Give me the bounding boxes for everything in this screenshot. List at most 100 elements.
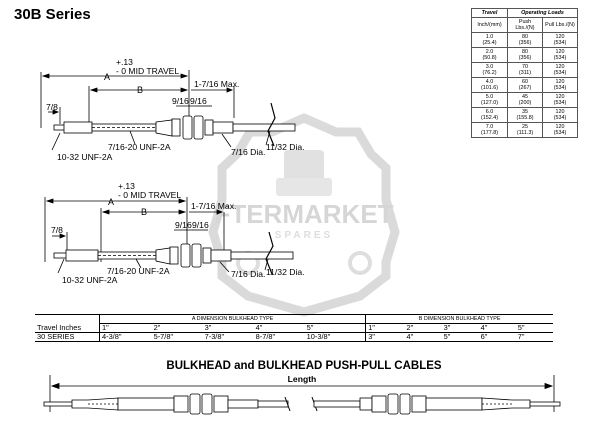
a-dimension-value: 4-3/8" [99,332,152,342]
travel-value: 1" [99,323,152,333]
a-dimension-value: 7-3/8" [202,332,254,342]
push-cell: 25(111.3) [507,122,543,138]
travel-value: 3" [202,323,254,333]
travel-cell-metric: (152.4) [480,115,499,121]
pull-cell-value: 120 [555,124,565,130]
pull-cell: 120(534) [542,47,578,63]
operating-loads-table: Travel Operating Loads Inch/(mm) Push Lb… [471,8,578,138]
tolerance-label: +.13 [118,181,135,191]
unf-7-16-label: 7/16-20 UNF-2A [108,142,171,152]
travel-value: 4" [478,323,516,333]
pull-cell-metric: (534) [553,40,567,46]
watermark-logo: FTERMARKET SPARES [208,113,400,317]
travel-cell: 7.0(177.8) [471,122,508,138]
travel-cell-metric: (50.8) [482,55,497,61]
loads-row: 7.0(177.8)25(111.3)120(534) [471,122,578,138]
travel-value: 5" [304,323,366,333]
pull-cell-value: 120 [555,49,565,55]
eleven-32-dia-label: 11/32 Dia. [266,142,305,152]
travel-cell-value: 5.0 [485,94,494,100]
travel-cell-value: 2.0 [485,49,494,55]
nine-sixteenths-label-2: 9/16 [192,220,209,230]
pull-cell-metric: (534) [553,55,567,61]
max-length-label: 1-7/16 Max. [194,79,239,89]
a-dimension-value: 8-7/8" [253,332,305,342]
pull-cell: 120(534) [542,122,578,138]
travel-value: 1" [365,323,405,333]
nine-sixteenths-label-2: 9/16 [190,96,207,106]
watermark-line2: SPARES [275,230,333,241]
travel-cell-metric: (76.2) [482,70,497,76]
pull-cell-metric: (534) [553,130,567,136]
travel-cell-metric: (127.0) [480,100,499,106]
length-cable [43,375,561,415]
dim-a-label: A [108,197,114,207]
travel-cell-value: 7.0 [485,124,494,130]
pull-cell-value: 120 [555,79,565,85]
loads-row: 6.0(152.4)35(155.8)120(534) [471,107,578,123]
push-cell-metric: (200) [518,100,532,106]
eleven-32-dia-label: 11/32 Dia. [266,267,305,277]
cable-drawing-bottom [44,197,294,275]
a-dimension-group-header: A DIMENSION BULKHEAD TYPE [99,314,366,324]
a-dimension-value: 10-3/8" [304,332,366,342]
travel-row: Travel Inches 1"2"3"4"5"1"2"3"4"5" [35,323,553,333]
pull-cell-value: 120 [555,34,565,40]
labels-bottom: +.13 - 0 MID TRAVEL A B 1-7/16 Max. 9/16… [51,181,305,285]
travel-value: 5" [515,323,553,333]
travel-cell-value: 4.0 [485,79,494,85]
loads-row: 4.0(101.6) 60(267) 120(534) [471,77,578,93]
travel-cell-metric: (101.6) [480,85,499,91]
travel-cell-value: 1.0 [485,34,494,40]
push-cell-metric: (267) [518,85,532,91]
push-cell-metric: (356) [518,55,532,61]
watermark-line1: FTERMARKET [214,199,393,229]
travel-cell-value: 6.0 [485,109,494,115]
labels-top: +.13 - 0 MID TRAVEL A B 1-7/16 Max. 9/16… [46,57,305,162]
b-dimension-value: 3" [365,332,405,342]
travel-cell-metric: (25.4) [482,40,497,46]
mid-travel-label: - 0 MID TRAVEL [116,66,179,76]
b-dimension-group-header: B DIMENSION BULKHEAD TYPE [365,314,553,324]
push-cell-value: 60 [522,79,528,85]
length-label: Length [288,374,317,384]
push-cell-metric: (111.3) [516,130,534,136]
travel-cell-metric: (177.8) [480,130,499,136]
push-cell-value: 35 [522,109,528,115]
a-dimension-value: 5-7/8" [151,332,203,342]
pull-cell-metric: (534) [553,85,567,91]
travel-cell-value: 3.0 [485,64,494,70]
push-cell-value: 80 [522,34,528,40]
loads-table-body: 1.0(25.4)80(356)120(534)2.0(50.8)80(356)… [471,32,578,138]
series-title: 30B Series [14,6,91,23]
unf-10-32-label: 10-32 UNF-2A [57,152,113,162]
dim-a-label: A [104,72,110,82]
b-dimension-value: 4" [404,332,442,342]
push-cell-value: 45 [522,94,528,100]
b-dimension-value: 7" [515,332,553,342]
seven-16-dia-label: 7/16 Dia. [231,269,265,279]
pull-cell-metric: (534) [553,70,567,76]
pull-cell-value: 120 [555,109,565,115]
max-length-label: 1-7/16 Max. [191,201,236,211]
travel-value: 3" [441,323,479,333]
push-cell-value: 80 [522,49,528,55]
seven-16-dia-label: 7/16 Dia. [231,147,265,157]
tolerance-label: +.13 [116,57,133,67]
pull-cell-value: 120 [555,64,565,70]
nine-sixteenths-label-1: 9/16 [175,220,192,230]
travel-value: 2" [151,323,203,333]
push-cell-metric: (356) [518,40,532,46]
dim-b-label: B [141,207,147,217]
seven-eighths-label: 7/8 [51,225,63,235]
b-dimension-value: 6" [478,332,516,342]
dim-b-label: B [137,85,143,95]
seven-eighths-label: 7/8 [46,102,58,112]
series-row: 30 SERIES 4-3/8"5-7/8"7-3/8"8-7/8"10-3/8… [35,332,553,342]
push-cell-value: 70 [522,64,528,70]
travel-value: 2" [404,323,442,333]
nine-sixteenths-label-1: 9/16 [172,96,189,106]
mid-travel-label: - 0 MID TRAVEL [118,190,181,200]
cable-drawing-top [40,70,296,151]
